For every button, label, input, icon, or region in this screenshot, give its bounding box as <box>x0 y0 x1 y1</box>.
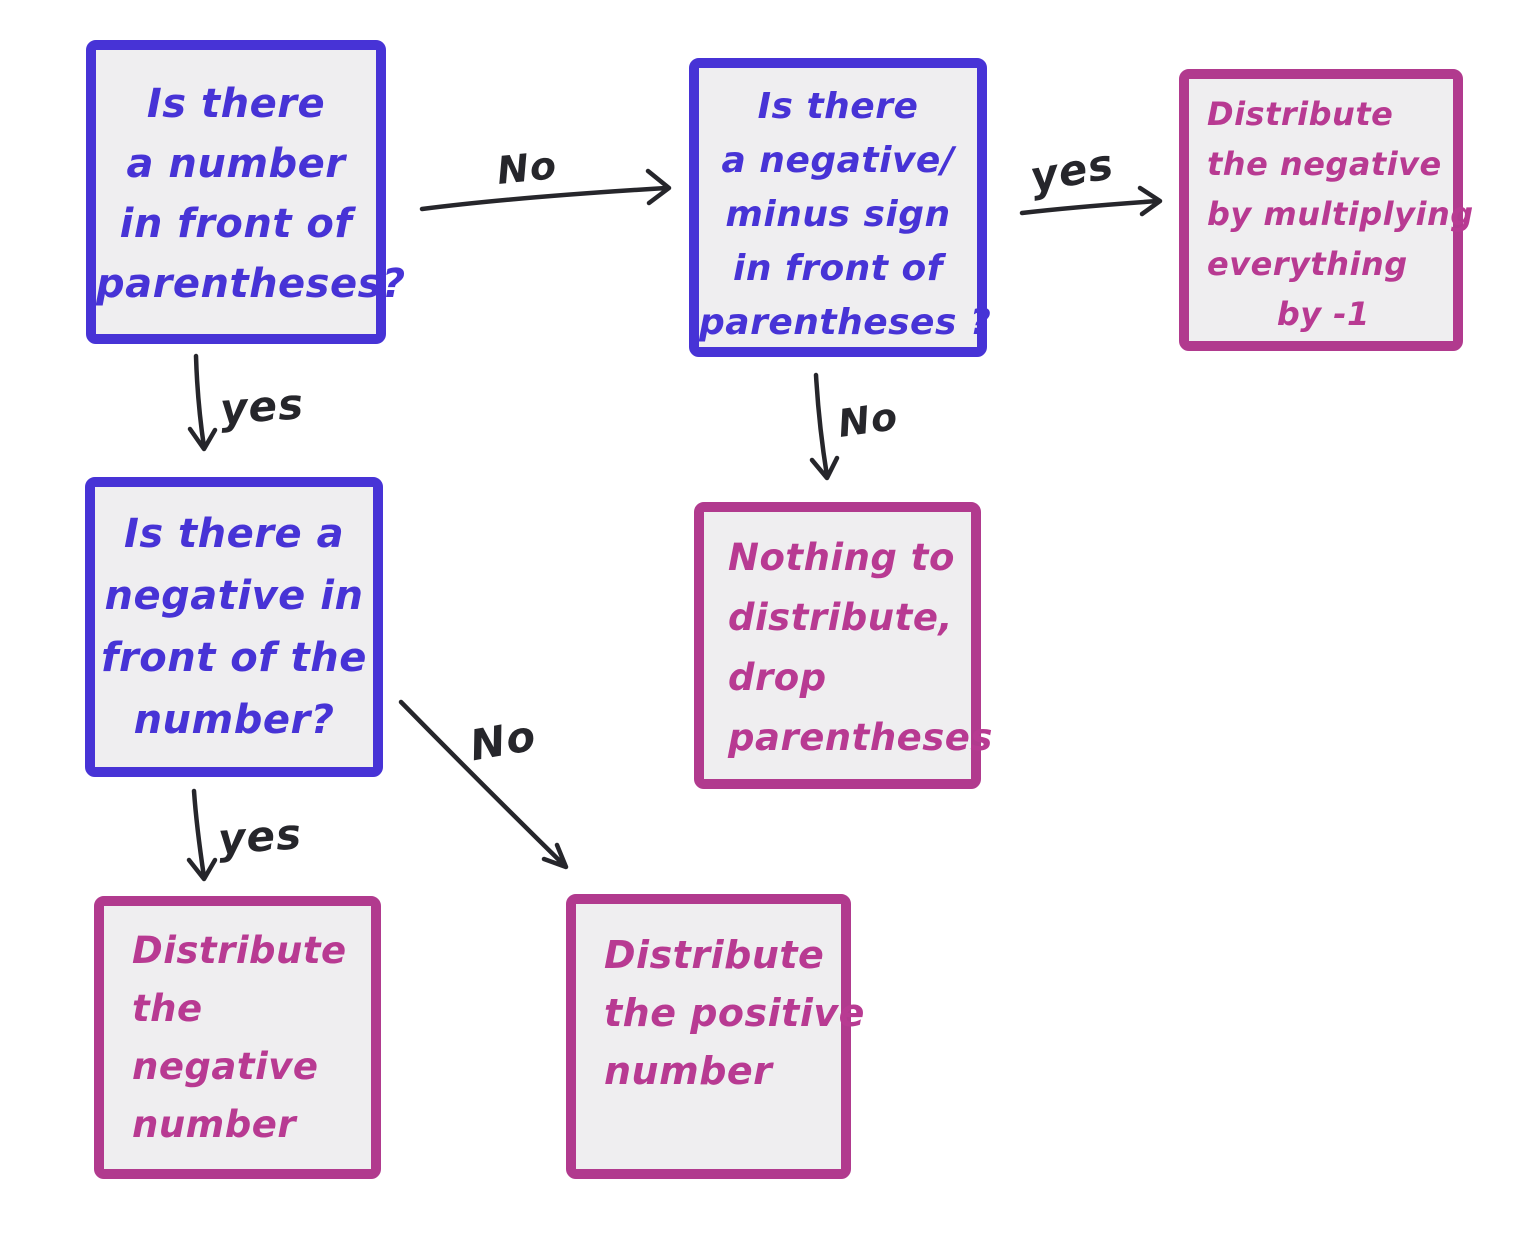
node-text: Nothing to distribute, drop parentheses <box>728 536 993 759</box>
edge-label-no-diagonal: No <box>466 710 540 771</box>
edge-label-yes-right: yes <box>1026 139 1118 202</box>
node-text: Is there a negative/ minus sign in front… <box>699 86 992 343</box>
node-text: Distribute the positive number <box>604 933 865 1093</box>
arrow-yes-to-distribute-negative-number <box>186 788 218 882</box>
edge-label-no-top: No <box>494 142 560 194</box>
edge-label-yes-left-upper: yes <box>218 379 306 434</box>
node-text: Distribute the negative number <box>132 929 347 1146</box>
edge-label-no-middle: No <box>835 394 901 446</box>
node-answer-distribute-negative-by-minus-one: Distribute the negative by multiplying e… <box>1179 69 1474 351</box>
node-answer-nothing-to-distribute: Nothing to distribute, drop parentheses <box>694 502 993 789</box>
node-answer-distribute-positive-number: Distribute the positive number <box>566 894 865 1179</box>
node-text: Is there a number in front of parenthese… <box>96 81 406 307</box>
arrow-yes-to-negative-number-question <box>187 353 218 452</box>
node-question-number-in-front: Is there a number in front of parenthese… <box>86 40 406 344</box>
arrow-no-to-nothing-to-distribute <box>809 372 840 481</box>
node-question-negative-in-front-of-number: Is there a negative in front of the numb… <box>85 477 383 777</box>
node-text: Is there a negative in front of the numb… <box>101 511 367 743</box>
node-answer-distribute-negative-number: Distribute the negative number <box>94 896 381 1179</box>
node-text: Distribute the negative by multiplying e… <box>1207 95 1474 333</box>
edge-label-yes-left-lower: yes <box>216 809 304 864</box>
node-question-negative-minus-sign: Is there a negative/ minus sign in front… <box>689 58 992 357</box>
